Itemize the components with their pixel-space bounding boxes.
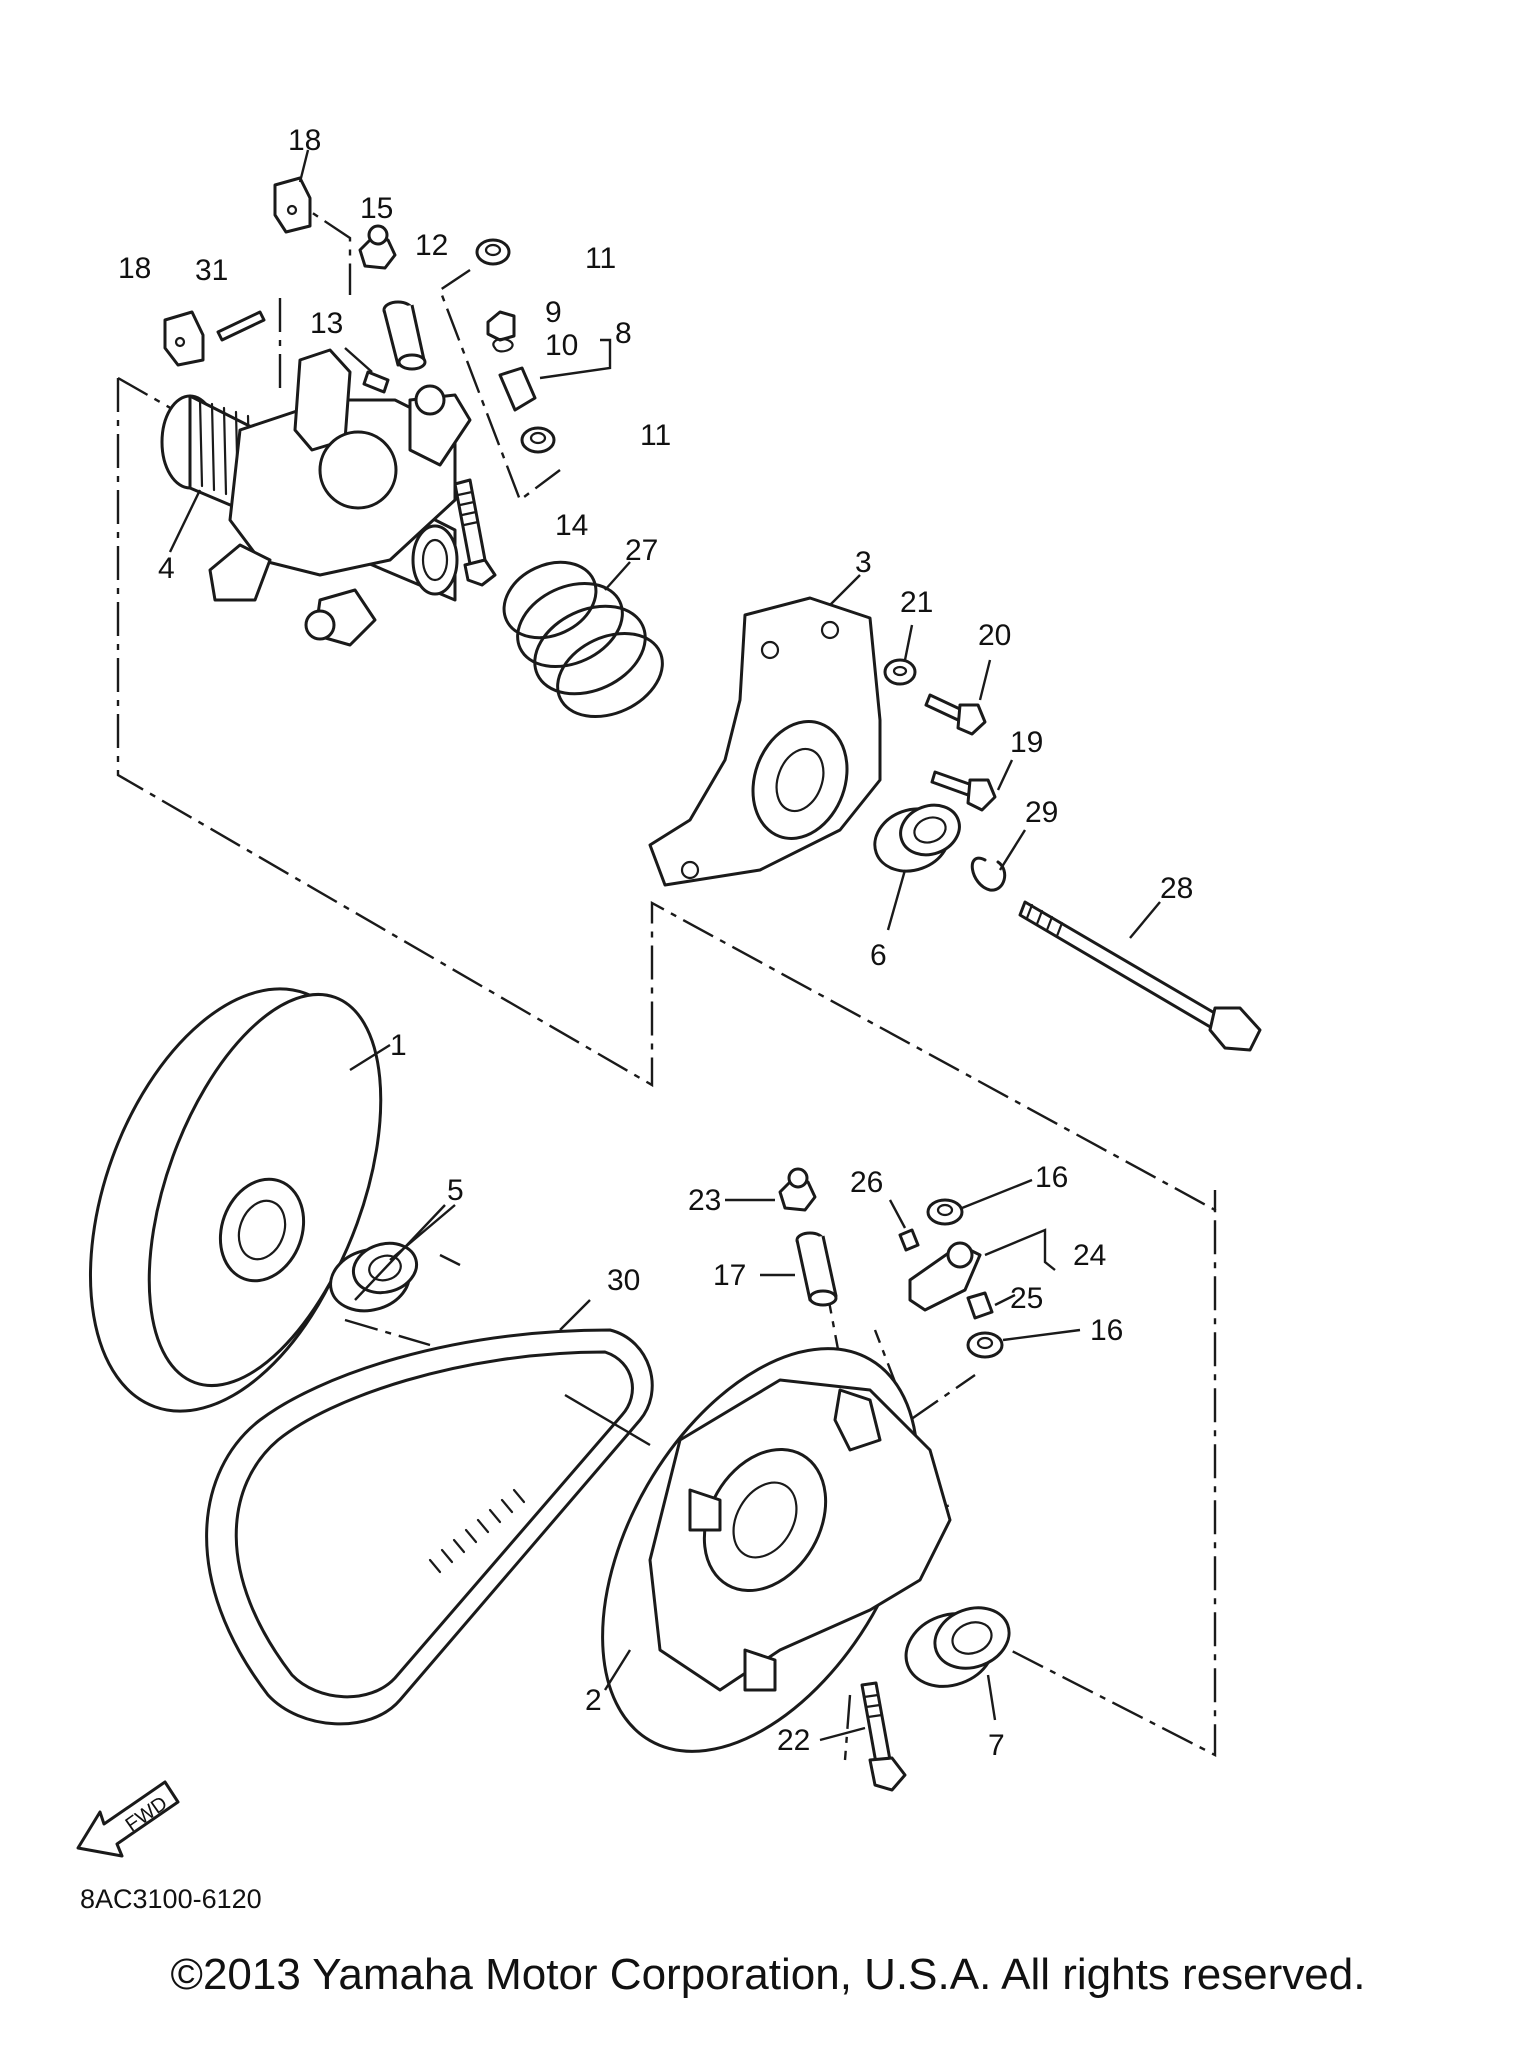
label-part-2: 2 [585, 1684, 602, 1717]
label-part-29: 29 [1025, 796, 1058, 829]
part-8-roller-assy [498, 338, 612, 412]
label-part-18b: 18 [118, 252, 151, 285]
label-part-22: 22 [777, 1724, 810, 1757]
label-part-6: 6 [870, 939, 887, 972]
part-2-secondary-sheave [601, 1347, 952, 1753]
label-part-25: 25 [1010, 1282, 1043, 1315]
part-11-washer-lower [520, 426, 556, 454]
label-part-10: 10 [545, 329, 578, 362]
label-part-17: 17 [713, 1259, 746, 1292]
part-11-washer-upper [475, 238, 511, 266]
part-20-bolt [924, 659, 992, 736]
part-26-screw [888, 1199, 920, 1252]
part-10-clip [492, 337, 514, 353]
part-31-pin [216, 310, 266, 342]
part-22-bolt [819, 1681, 907, 1792]
part-4-spider-shaft [160, 348, 472, 647]
part-18-weights [163, 149, 312, 367]
part-9-roller [486, 310, 516, 342]
label-part-15: 15 [360, 192, 393, 225]
label-part-4: 4 [158, 552, 175, 585]
part-16-washer-upper [926, 1178, 1033, 1226]
part-7-bushing [904, 1606, 1011, 1721]
label-part-18a: 18 [288, 124, 321, 157]
label-part-16-upper: 16 [1035, 1161, 1068, 1194]
part-21-washer [883, 624, 917, 686]
label-part-1: 1 [390, 1029, 407, 1062]
part-16-washer-lower [966, 1328, 1081, 1359]
part-3-cover [648, 574, 882, 887]
part-1-sheave [89, 987, 391, 1413]
label-part-27: 27 [625, 534, 658, 567]
part-30-belt [205, 1299, 654, 1726]
part-27-spring [502, 560, 664, 719]
label-part-3: 3 [855, 546, 872, 579]
label-part-26: 26 [850, 1166, 883, 1199]
label-part-11-upper: 11 [585, 242, 616, 275]
label-part-9: 9 [545, 296, 562, 329]
part-5-collars [329, 1204, 456, 1313]
part-19-bolt [930, 759, 1014, 812]
part-6-bushing [873, 803, 961, 931]
label-part-19: 19 [1010, 726, 1043, 759]
label-part-16-lower: 16 [1090, 1314, 1123, 1347]
part-12-collar [382, 300, 427, 371]
label-part-30: 30 [607, 1264, 640, 1297]
label-part-11-lower: 11 [640, 419, 671, 452]
label-part-5: 5 [447, 1174, 464, 1207]
label-part-23: 23 [688, 1184, 721, 1217]
label-part-28: 28 [1160, 872, 1193, 905]
fwd-arrow-icon: FWD [76, 1780, 180, 1858]
label-part-8: 8 [615, 317, 632, 350]
part-29-clip [970, 829, 1027, 892]
label-part-7: 7 [988, 1729, 1005, 1762]
part-25-roller [966, 1291, 1016, 1320]
part-28-long-bolt [1018, 900, 1262, 1052]
part-13-bolt [344, 347, 390, 394]
part-23-nut [725, 1167, 817, 1212]
label-part-13: 13 [310, 307, 343, 340]
label-part-12: 12 [415, 229, 448, 262]
label-part-14: 14 [555, 509, 588, 542]
copyright-notice: ©2013 Yamaha Motor Corporation, U.S.A. A… [170, 1950, 1366, 1999]
part-24-arm-assy [908, 1228, 1056, 1312]
drawing-code: 8AC3100-6120 [80, 1884, 262, 1914]
part-15-nut [358, 224, 397, 270]
part-17-pin [760, 1231, 838, 1307]
label-part-21: 21 [900, 586, 933, 619]
label-part-20: 20 [978, 619, 1011, 652]
part-labels: 18 18 31 15 12 13 11 9 10 8 11 14 27 4 3… [118, 124, 1193, 1762]
part-14-bolt [453, 478, 497, 587]
label-part-24: 24 [1073, 1239, 1106, 1272]
label-part-31: 31 [195, 254, 228, 287]
